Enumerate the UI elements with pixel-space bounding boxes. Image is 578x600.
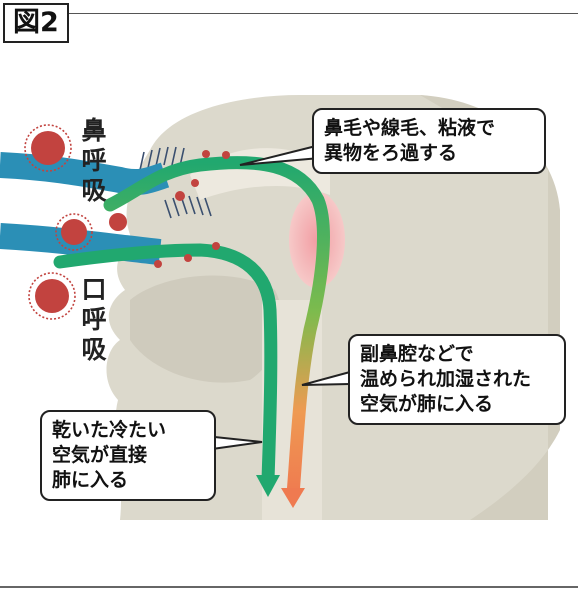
dry-air-callout: 乾いた冷たい 空気が直接 肺に入る xyxy=(40,410,216,501)
tongue xyxy=(130,275,282,383)
nose-breathing-label: 鼻 呼 吸 xyxy=(81,116,107,205)
top-rule xyxy=(62,13,578,14)
filter-callout: 鼻毛や線毛、粘液で 異物をろ過する xyxy=(312,108,546,174)
virus-spikes xyxy=(24,124,93,320)
humidify-callout-pointer xyxy=(301,371,351,386)
mouth-breathing-label: 口 呼 吸 xyxy=(81,275,107,364)
bottom-rule xyxy=(0,586,578,588)
skull-back xyxy=(420,95,560,520)
virus-icons xyxy=(31,131,230,313)
humidify-callout: 副鼻腔などで 温められ加湿された 空気が肺に入る xyxy=(348,334,566,425)
mouth-airflow-arrow xyxy=(53,243,278,487)
figure-label: 図2 xyxy=(3,3,69,43)
warm-arrowhead xyxy=(281,488,305,508)
dry-arrowhead xyxy=(256,475,280,497)
dry-callout-pointer xyxy=(204,435,263,451)
filter-callout-pointer xyxy=(239,144,321,166)
